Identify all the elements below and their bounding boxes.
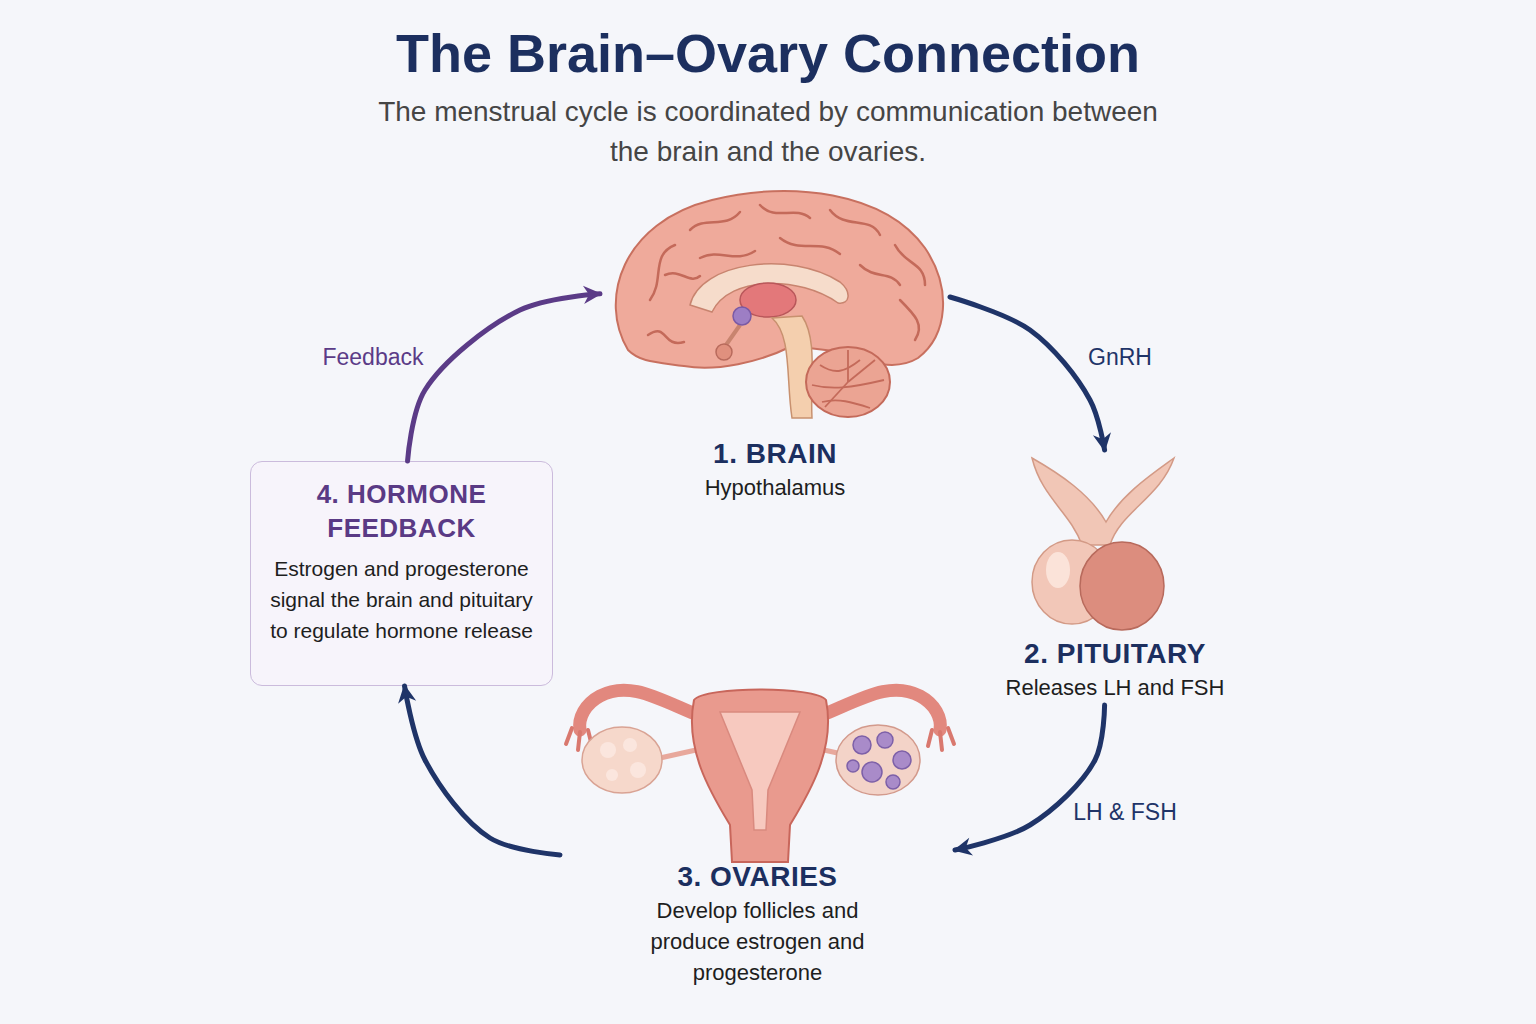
right-ovary: [836, 725, 920, 795]
follicle: [877, 732, 893, 748]
node-description: Releases LH and FSH: [1006, 672, 1225, 703]
cerebellum-fold: [847, 350, 849, 382]
brain-fold: [648, 331, 684, 343]
cerebellum: [806, 347, 890, 417]
node-description: Develop follicles and produce estrogen a…: [640, 895, 875, 988]
connector-group: [405, 294, 1105, 855]
follicle: [862, 762, 882, 782]
fimbriae: [928, 728, 954, 750]
brain-fold: [780, 238, 840, 254]
ovary-bump: [606, 769, 618, 781]
pituitary-stalks: [1032, 458, 1174, 545]
node-heading: 4. HORMONE FEEDBACK: [263, 477, 540, 545]
hypothalamus-marker: [733, 307, 751, 325]
follicle: [853, 736, 871, 754]
connector-arrow: [955, 705, 1105, 850]
edge-label: Feedback: [322, 344, 423, 371]
node-description: Estrogen and progesterone signal the bra…: [263, 553, 540, 646]
brain-fold: [895, 245, 925, 285]
small-pituitary: [716, 344, 732, 360]
lobe-highlight: [1046, 552, 1070, 588]
brain-node: 1. BRAINHypothalamus: [600, 185, 950, 505]
cerebrum: [616, 191, 943, 368]
connector-arrow: [950, 297, 1105, 450]
pituitary-node: 2. PITUITARYReleases LH and FSH: [985, 450, 1245, 705]
feedback-box: 4. HORMONE FEEDBACK Estrogen and progeste…: [250, 461, 553, 686]
connector-arrow: [408, 294, 600, 461]
cerebellum-folds: [812, 350, 884, 408]
node-heading: 2. PITUITARY: [1024, 636, 1206, 672]
brain-fold: [830, 210, 880, 235]
brain-illustration: [616, 191, 943, 418]
left-ovary: [582, 727, 662, 793]
ovary-bump: [600, 742, 616, 758]
cerebellum-fold: [820, 360, 860, 371]
brainstem: [772, 316, 812, 418]
connector-arrow: [405, 686, 560, 855]
uterus-body: [692, 690, 828, 863]
edge-label: GnRH: [1088, 344, 1152, 371]
ovary-bump: [623, 738, 637, 752]
brain-fold: [665, 273, 700, 278]
node-description: Hypothalamus: [705, 472, 846, 503]
uterus-illustration: [566, 690, 954, 863]
cerebellum-fold: [848, 360, 875, 382]
cerebellum-fold: [825, 382, 848, 407]
posterior-lobe: [1080, 542, 1164, 630]
brain-fold: [860, 265, 900, 285]
node-heading: 1. BRAIN: [713, 436, 837, 472]
node-heading: 3. OVARIES: [677, 859, 837, 895]
uterine-cavity: [720, 712, 800, 830]
follicle: [847, 760, 859, 772]
follicle: [886, 775, 900, 789]
pituitary-stalk: [726, 325, 740, 345]
diagram-subtitle: The menstrual cycle is coordinated by co…: [358, 92, 1178, 172]
brain-fold: [700, 251, 755, 258]
follicle: [893, 751, 911, 769]
brain-fold: [690, 212, 740, 230]
fallopian-tube: [820, 690, 940, 730]
edge-label: LH & FSH: [1073, 799, 1177, 826]
ovary-bump: [630, 762, 646, 778]
diagram-title: The Brain–Ovary Connection: [0, 20, 1536, 86]
pituitary-illustration: [1032, 458, 1174, 630]
brain-fold: [760, 205, 810, 218]
brain-fold: [900, 300, 919, 340]
ovaries-node: 3. OVARIESDevelop follicles and produce …: [560, 690, 955, 992]
fallopian-tube: [580, 690, 700, 730]
